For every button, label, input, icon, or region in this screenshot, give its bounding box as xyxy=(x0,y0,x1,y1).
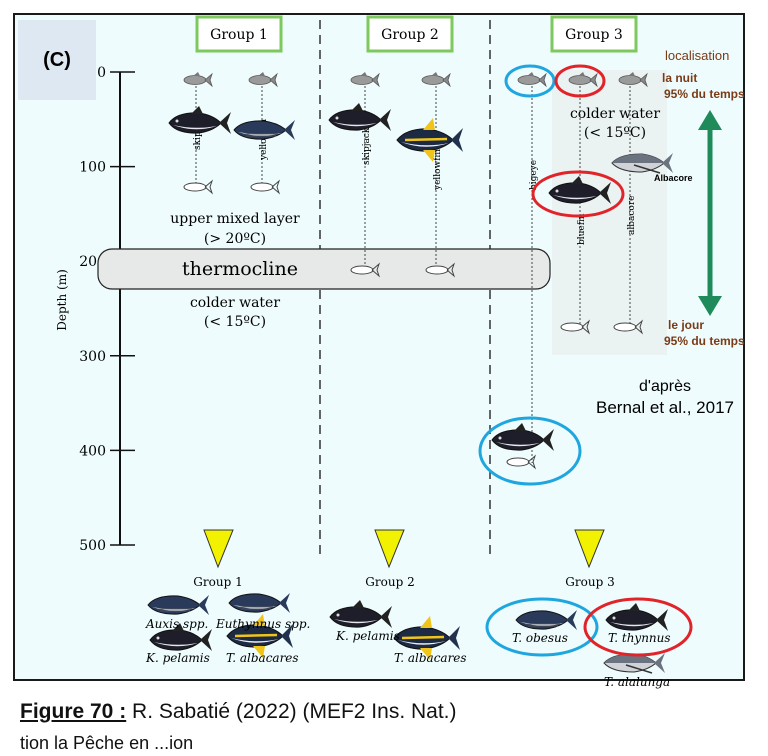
bottom-species-names: Auxis spp. Euthynnus spp. K. pelamis T. … xyxy=(145,617,671,689)
bigeye-depth-circle xyxy=(480,418,580,484)
label-yellowfin-2: yellowfin xyxy=(433,149,443,191)
albacore-tag: Albacore xyxy=(654,173,693,183)
thermocline-band xyxy=(98,249,550,289)
name-t-albacares-2: T. albacares xyxy=(394,651,467,665)
upper-layer-label: upper mixed layer xyxy=(170,211,300,227)
day-percent: 95% du temps xyxy=(664,334,745,348)
source-citation: Bernal et al., 2017 xyxy=(596,398,734,417)
night-percent: 95% du temps xyxy=(664,87,745,101)
group-2-triangle xyxy=(375,530,404,567)
night-label: la nuit xyxy=(662,71,697,85)
name-k-pelamis-2: K. pelamis xyxy=(335,629,400,643)
depth-axis-label: Depth (m) xyxy=(55,269,69,331)
colder-water-left-label: colder water xyxy=(190,295,280,311)
colder-water-right-label: colder water xyxy=(570,106,660,122)
figure-caption: Figure 70 : R. Sabatié (2022) (MEF2 Ins.… xyxy=(20,700,457,724)
day-label: le jour xyxy=(668,318,704,332)
name-t-obesus: T. obesus xyxy=(512,631,568,645)
group-1-header: Group 1 xyxy=(210,27,268,43)
group-1-triangle xyxy=(204,530,233,567)
source-prefix: d'après xyxy=(639,378,691,395)
bottom-group-2: Group 2 xyxy=(365,575,414,589)
group-2-header: Group 2 xyxy=(381,27,439,43)
depth-tick-label: 300 xyxy=(79,349,106,365)
name-t-albacares-1: T. albacares xyxy=(226,651,299,665)
label-skipjack-2: skipjack xyxy=(362,127,372,165)
depth-tick-label: 400 xyxy=(79,443,106,459)
group-3-triangle xyxy=(575,530,604,567)
caption-cut-line: tion la Pêche en ...ion xyxy=(20,733,193,754)
depth-tick-label: 100 xyxy=(79,160,106,176)
bottom-group-3: Group 3 xyxy=(565,575,614,589)
depth-tick-label: 0 xyxy=(97,65,106,81)
upper-layer-temp: (> 20ºC) xyxy=(204,231,266,247)
group-3-header: Group 3 xyxy=(565,27,623,43)
caption-text: R. Sabatié (2022) (MEF2 Ins. Nat.) xyxy=(126,700,456,723)
name-euthynnus: Euthynnus spp. xyxy=(215,617,310,631)
caption-figure-number: Figure 70 : xyxy=(20,700,126,723)
label-bluefin: bluefin xyxy=(577,213,587,245)
colder-water-left-temp: (< 15ºC) xyxy=(204,314,266,330)
bottom-group-1: Group 1 xyxy=(193,575,242,589)
name-t-alalunga: T. alalunga xyxy=(604,675,670,689)
group-headers: Group 1 Group 2 Group 3 xyxy=(197,17,636,51)
depth-tick-label: 500 xyxy=(79,538,106,554)
name-k-pelamis-1: K. pelamis xyxy=(145,651,210,665)
name-auxis: Auxis spp. xyxy=(145,617,208,631)
colder-water-right-temp: (< 15ºC) xyxy=(584,125,646,141)
label-albacore: albacore xyxy=(627,196,637,235)
localisation-label: localisation xyxy=(665,48,729,63)
vertical-migration-arrow xyxy=(698,110,722,316)
name-t-thynnus: T. thynnus xyxy=(608,631,671,645)
tuna-depth-diagram: Group 1 Group 2 Group 3 0100200300400500… xyxy=(0,0,768,690)
thermocline-label: thermocline xyxy=(182,258,298,280)
